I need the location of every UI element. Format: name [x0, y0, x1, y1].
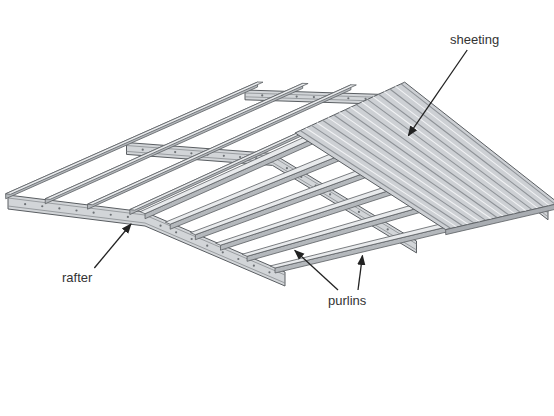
part-label: purlins [328, 293, 366, 308]
sheeting-rib [390, 89, 544, 207]
bolt-hole [261, 94, 263, 96]
bolt-hole [286, 167, 288, 169]
bolt-hole [237, 258, 239, 260]
sheeting-edge [446, 203, 554, 234]
bolt-hole [142, 149, 144, 151]
sheeting-rib [396, 86, 550, 205]
leader-arrow [358, 256, 362, 290]
bolt-hole [110, 214, 112, 216]
leader-arrow [408, 50, 467, 136]
bolt-hole [313, 96, 315, 98]
sheeting-panel [295, 82, 554, 230]
bolt-hole [190, 152, 192, 154]
sheeting-rib [384, 92, 538, 209]
bolt-hole [253, 265, 255, 267]
leader-lines [94, 50, 467, 290]
bolt-hole [223, 155, 225, 157]
leader-arrow [295, 250, 338, 290]
leader-arrow [94, 224, 131, 268]
bolt-hole [58, 207, 60, 209]
bolt-hole [174, 151, 176, 153]
sheeting-rib [367, 99, 520, 212]
bolt-hole [206, 245, 208, 247]
sheeting-rib [300, 131, 451, 229]
bolt-hole [93, 212, 95, 214]
part-label: sheeting [450, 32, 499, 47]
roof-sheeting [295, 82, 554, 235]
bolt-hole [358, 211, 360, 213]
bolt-hole [191, 238, 193, 240]
bolt-hole [159, 225, 161, 227]
bolt-hole [175, 231, 177, 233]
bolt-hole [387, 228, 389, 230]
bolt-hole [24, 203, 26, 205]
sheeting-rib [401, 84, 554, 205]
sheeting-rib [379, 94, 532, 209]
bolt-hole [268, 271, 270, 273]
bolt-hole [347, 97, 349, 99]
sheeting-rib [362, 102, 515, 214]
bolt-hole [75, 209, 77, 211]
part-label: rafter [62, 270, 92, 285]
bolt-hole [222, 251, 224, 253]
sheeting-rib [373, 97, 526, 211]
bolt-hole [41, 205, 43, 207]
bolt-hole [127, 216, 129, 218]
bolt-hole [296, 95, 298, 97]
bolt-hole [239, 156, 241, 158]
bolt-hole [329, 193, 331, 195]
roof-frame [6, 82, 554, 286]
